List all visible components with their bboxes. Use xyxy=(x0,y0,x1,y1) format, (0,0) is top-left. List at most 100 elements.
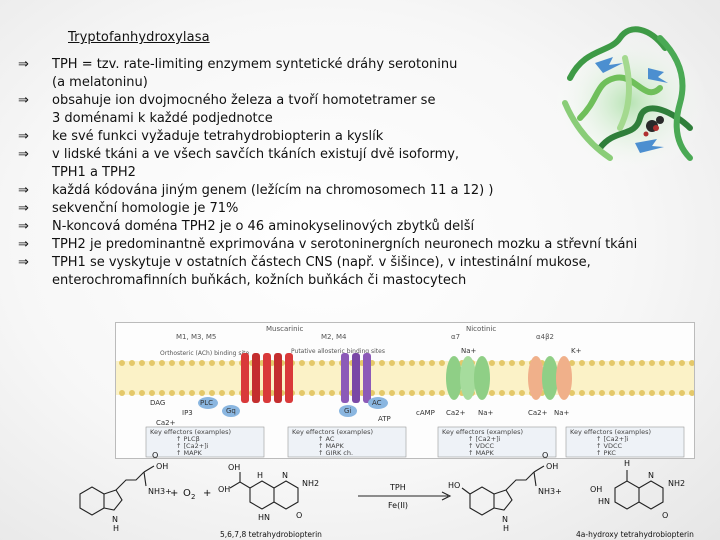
effector-1-2: ↑ [Ca2+]i xyxy=(176,442,209,450)
implies-arrow-icon: ⇒ xyxy=(18,57,29,72)
bh4-h: H xyxy=(257,471,263,480)
subtype-a7: α7 xyxy=(451,333,460,341)
bullet-line: TPH2 je predominantně exprimována v sero… xyxy=(52,237,638,252)
plc-label: PLC xyxy=(200,399,213,407)
effectors-title-1: Key effectors (examples) xyxy=(150,428,231,436)
pt-hn: HN xyxy=(598,497,610,506)
bullet-item: ⇒v lidské tkáni a ve všech savčích tkání… xyxy=(12,146,702,182)
effector-2-1: ↑ AC xyxy=(318,435,335,443)
effector-3-2: ↑ VDCC xyxy=(468,442,495,450)
bullet-item: ⇒ TPH = tzv. rate-limiting enzymem syntet… xyxy=(12,56,702,92)
pt-n: N xyxy=(648,471,654,480)
ip3-label: IP3 xyxy=(182,409,193,417)
effector-1-1: ↑ PLCβ xyxy=(176,435,200,443)
receptor-diagram: Muscarinic Nicotinic M1, M3, M5 M2, M4 α… xyxy=(115,322,695,459)
bullet-line: TPH1 se vyskytuje v ostatních částech CN… xyxy=(52,255,591,270)
bh4-o: O xyxy=(296,511,302,520)
implies-arrow-icon: ⇒ xyxy=(18,237,29,252)
bullet-line: TPH = tzv. rate-limiting enzymem synteti… xyxy=(52,57,458,72)
bullet-item: ⇒ TPH2 je predominantně exprimována v ser… xyxy=(12,236,702,254)
implies-arrow-icon: ⇒ xyxy=(18,183,29,198)
implies-arrow-icon: ⇒ xyxy=(18,129,29,144)
muscarinic-receptor-shape xyxy=(241,353,293,403)
effectors-title-2: Key effectors (examples) xyxy=(292,428,373,436)
implies-arrow-icon: ⇒ xyxy=(18,219,29,234)
trp-h: H xyxy=(113,524,119,533)
effector-2-3: ↑ GIRK ch. xyxy=(318,449,353,457)
ca-label-3: Ca2+ xyxy=(528,409,548,417)
muscarinic-label: Muscarinic xyxy=(266,325,303,333)
trp-o: O xyxy=(152,451,158,460)
bullet-item: ⇒ ke své funkci vyžaduje tetrahydrobiopte… xyxy=(12,128,702,146)
bullet-line: N-koncová doména TPH2 je o 46 aminokysel… xyxy=(52,219,475,234)
effector-4-3: ↑ PKC xyxy=(596,449,616,457)
oxygen-label: O xyxy=(183,488,191,499)
bullet-line: TPH1 a TPH2 xyxy=(52,165,136,180)
trp-n: N xyxy=(112,515,118,524)
htp-n: N xyxy=(502,515,508,524)
bullet-line: ke své funkci vyžaduje tetrahydrobiopter… xyxy=(52,129,384,144)
dag-label: DAG xyxy=(150,399,165,407)
implies-arrow-icon: ⇒ xyxy=(18,93,29,108)
bh4-hn: HN xyxy=(258,513,270,522)
bullet-line: obsahuje ion dvojmocného železa a tvoří … xyxy=(52,93,436,108)
plus-sign-1: + xyxy=(170,488,178,499)
ca-label-2: Ca2+ xyxy=(446,409,466,417)
bullet-item: ⇒ N-koncová doména TPH2 je o 46 aminokyse… xyxy=(12,218,702,236)
bullet-item: ⇒ sekvenční homologie je 71% xyxy=(12,200,702,218)
implies-arrow-icon: ⇒ xyxy=(18,255,29,270)
gi-label: Gi xyxy=(344,407,351,415)
camp-label: cAMP xyxy=(416,409,435,417)
allosteric-site-label: Putative allosteric binding sites xyxy=(291,348,385,355)
bh4-oh-1: OH xyxy=(228,463,240,472)
protein-structure-image xyxy=(552,26,708,175)
orthosteric-site-label: Orthosteric (ACh) binding site xyxy=(160,350,250,357)
trp-oh: OH xyxy=(156,462,168,471)
bh4-nh2: NH2 xyxy=(302,479,319,488)
fe-label: Fe(II) xyxy=(388,501,408,510)
na-label-1: Na+ xyxy=(461,347,477,355)
nicotinic-a4b2-channel xyxy=(528,356,572,400)
bullet-line: (a melatoninu) xyxy=(52,75,148,90)
trp-nh3: NH3+ xyxy=(148,487,172,496)
slide-title: Tryptofanhydroxylasa xyxy=(68,30,210,45)
bullet-list: ⇒ TPH = tzv. rate-limiting enzymem syntet… xyxy=(12,56,702,290)
htp-h: H xyxy=(503,524,509,533)
effectors-title-3: Key effectors (examples) xyxy=(442,428,523,436)
pt-oh: OH xyxy=(590,485,602,494)
effector-4-1: ↑ [Ca2+]i xyxy=(596,435,629,443)
bh4-caption: 5,6,7,8 tetrahydrobiopterin xyxy=(220,530,322,539)
pterin-caption: 4a-hydroxy tetrahydrobiopterin xyxy=(576,530,694,539)
bullet-line: v lidské tkáni a ve všech savčích tkáníc… xyxy=(52,147,460,162)
m2-receptor-shape xyxy=(341,353,371,403)
na-label-3: Na+ xyxy=(554,409,570,417)
plus-sign-2: + xyxy=(203,488,211,499)
implies-arrow-icon: ⇒ xyxy=(18,201,29,216)
bullet-line: každá kódována jiným genem (ležícím na c… xyxy=(52,183,494,198)
bullet-item: ⇒ každá kódována jiným genem (ležícím na … xyxy=(12,182,702,200)
effector-3-1: ↑ [Ca2+]i xyxy=(468,435,501,443)
nicotinic-label: Nicotinic xyxy=(466,325,496,333)
pt-nh2: NH2 xyxy=(668,479,685,488)
htp-o: O xyxy=(542,451,548,460)
effectors-title-4: Key effectors (examples) xyxy=(570,428,651,436)
subtype-m24: M2, M4 xyxy=(321,333,347,341)
effector-2-2: ↑ MAPK xyxy=(318,442,344,450)
bullet-line: enterochromafinních buňkách, kožních buň… xyxy=(52,273,467,288)
htp-ho: HO xyxy=(448,481,460,490)
na-label-2: Na+ xyxy=(478,409,494,417)
reaction-scheme: O OH NH3+ N H + O 2 + OH OH H N NH2 HN O… xyxy=(79,451,694,539)
bullet-line: sekvenční homologie je 71% xyxy=(52,201,239,216)
oxygen-subscript: 2 xyxy=(191,493,195,501)
subtype-a4b2: α4β2 xyxy=(536,333,554,341)
subtype-m135: M1, M3, M5 xyxy=(176,333,216,341)
gq-label: Gq xyxy=(226,407,236,415)
effector-4-2: ↑ VDCC xyxy=(596,442,623,450)
k-label-1: K+ xyxy=(571,347,582,355)
htp-nh3: NH3+ xyxy=(538,487,562,496)
bullet-item: ⇒ TPH1 se vyskytuje v ostatních částech C… xyxy=(12,254,702,290)
pt-o: O xyxy=(662,511,668,520)
bullet-item: ⇒ obsahuje ion dvojmocného železa a tvoří… xyxy=(12,92,702,128)
tph-label: TPH xyxy=(389,483,406,492)
